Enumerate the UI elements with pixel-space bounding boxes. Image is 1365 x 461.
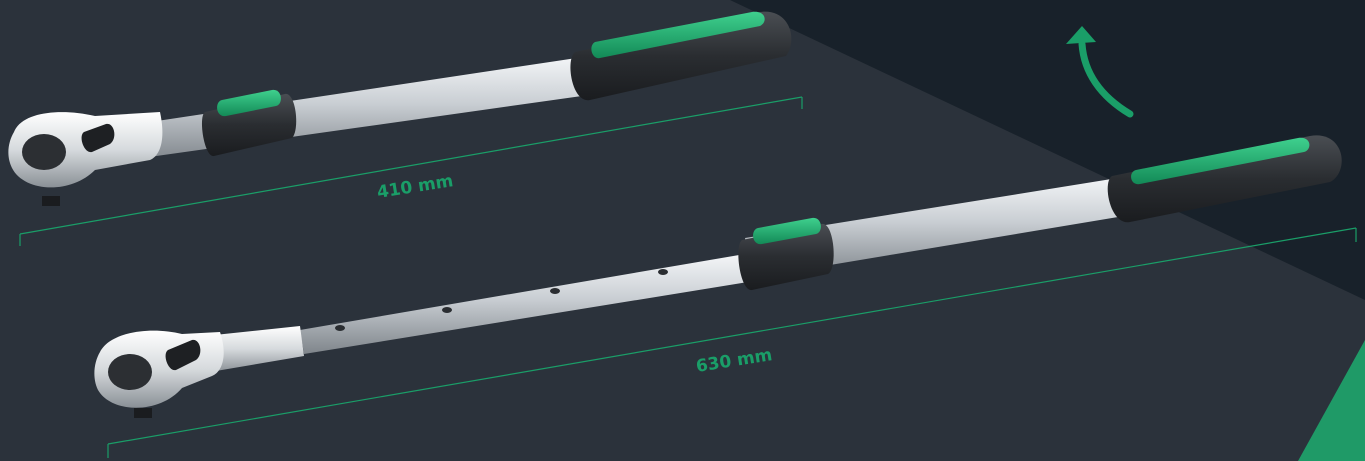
long-wrench-square-drive [134, 408, 152, 418]
long-wrench-outer-tube [745, 176, 1136, 278]
long-wrench-reverse-lever [165, 339, 201, 371]
short-wrench-ratchet-dial [22, 134, 66, 170]
short-wrench-handle-green-insert [591, 11, 765, 59]
long-wrench-ratchet-dial [108, 354, 152, 390]
long-wrench-handle [1107, 135, 1342, 223]
adjust-hole [442, 307, 452, 313]
adjust-hole [550, 288, 560, 294]
adjust-hole [335, 325, 345, 331]
dimension-line-630 [107, 227, 1357, 458]
short-wrench-square-drive [42, 196, 60, 206]
dimension-line-410 [19, 96, 803, 246]
long-telescopic-ratchet-wrench [94, 135, 1342, 418]
long-wrench-inner-tube [300, 254, 748, 354]
corner-green-accent [1298, 340, 1365, 461]
short-ratchet-wrench [8, 11, 792, 206]
short-wrench-handle [570, 11, 792, 101]
background-dark-wedge [730, 0, 1365, 300]
short-wrench-reverse-lever [81, 123, 115, 153]
long-wrench-sleeve-button [753, 217, 821, 245]
adjust-hole [658, 269, 668, 275]
short-wrench-sleeve-button [217, 89, 281, 117]
long-wrench-collar [205, 326, 304, 372]
long-wrench-handle-green-insert [1131, 137, 1310, 185]
curved-arrow-up-icon [1066, 26, 1134, 118]
